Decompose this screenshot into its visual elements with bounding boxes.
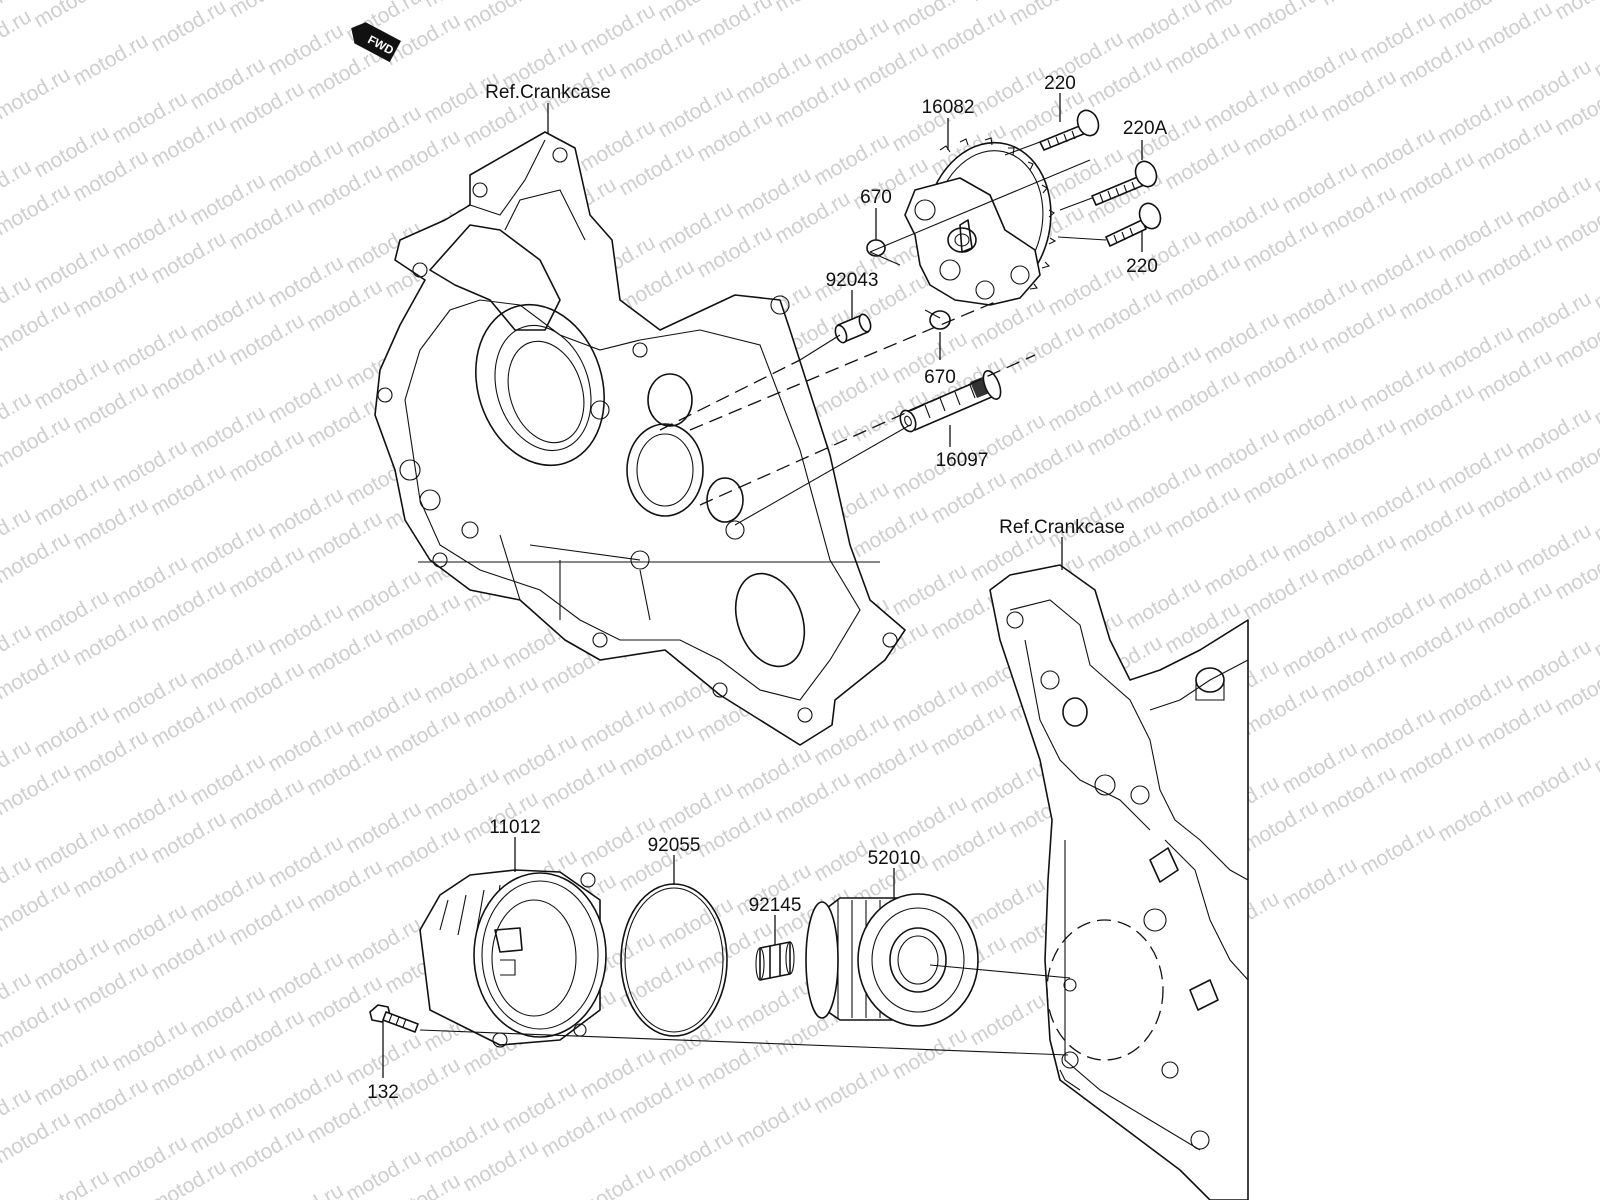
watermark-text: motod.ru: [654, 1125, 737, 1186]
part-132-label: 132: [367, 1082, 399, 1103]
bolt-220A: [1091, 160, 1158, 206]
watermark-text: motod.ru: [147, 0, 230, 56]
filter-cover-11012: [419, 869, 607, 1048]
upper-crankcase: [374, 131, 906, 746]
watermark-text: motod.ru: [1005, 0, 1088, 30]
watermark-text: motod.ru: [30, 0, 113, 32]
watermark-text: motod.ru: [732, 1091, 815, 1152]
watermark-text: motod.ru: [69, 29, 152, 90]
watermark-text: motod.ru: [0, 63, 74, 124]
watermark-text: motod.ru: [537, 0, 620, 2]
ref-crankcase-lower-label: Ref.Crankcase: [999, 517, 1125, 538]
part-11012-label: 11012: [489, 817, 540, 838]
watermark-text: motod.ru: [225, 0, 308, 22]
part-52010-label: 52010: [868, 848, 921, 869]
watermark-text: motod.ru: [1434, 785, 1517, 846]
watermark-text: motod.ru: [1278, 853, 1361, 914]
watermark-text: motod.ru: [1551, 0, 1600, 24]
part-670-top-label: 670: [860, 187, 892, 208]
watermark-text: motod.ru: [576, 1159, 659, 1200]
watermark-text: motod.ru: [30, 1165, 113, 1200]
watermark-text: motod.ru: [459, 0, 542, 36]
watermark-text: motod.ru: [264, 1179, 347, 1200]
watermark-text: motod.ru: [810, 1057, 893, 1118]
oil-filter-52010: [805, 893, 979, 1027]
watermark-text: motod.ru: [888, 1023, 971, 1084]
ref-crankcase-upper-label: Ref.Crankcase: [485, 82, 611, 103]
part-labels: Ref.Crankcase 16082 220 220A 220 670 920…: [367, 73, 1167, 1103]
part-220-bottom-label: 220: [1126, 256, 1158, 277]
dowel-pin-92043: [834, 313, 872, 344]
part-92043-label: 92043: [826, 270, 879, 291]
bolt-132: [369, 1004, 419, 1033]
part-92145-label: 92145: [749, 895, 802, 916]
bolt-220-top: [1039, 109, 1100, 151]
watermark-text: motod.ru: [1317, 0, 1400, 10]
part-220A-label: 220A: [1123, 118, 1168, 139]
oil-strainer-16097: [899, 370, 1002, 433]
watermark-text: motod.ru: [693, 0, 776, 50]
watermark-text: motod.ru: [1239, 0, 1322, 44]
o-ring-670-bottom: [929, 310, 951, 330]
watermark-text: motod.ru: [1512, 751, 1595, 812]
watermark-text: motod.ru: [771, 0, 854, 16]
lower-crankcase: [989, 564, 1249, 1200]
bolt-220-bottom: [1105, 202, 1162, 247]
part-670-bottom-label: 670: [924, 367, 956, 388]
watermark-text: motod.ru: [1356, 819, 1439, 880]
watermark-text: motod.ru: [966, 989, 1049, 1050]
oil-pump-16082: [904, 137, 1057, 306]
part-16082-label: 16082: [922, 97, 975, 118]
part-92055-label: 92055: [648, 835, 701, 856]
leader-lines: [382, 93, 1143, 1078]
part-16097-label: 16097: [936, 450, 989, 471]
part-220-top-label: 220: [1044, 73, 1076, 94]
spring-92145: [755, 941, 795, 981]
